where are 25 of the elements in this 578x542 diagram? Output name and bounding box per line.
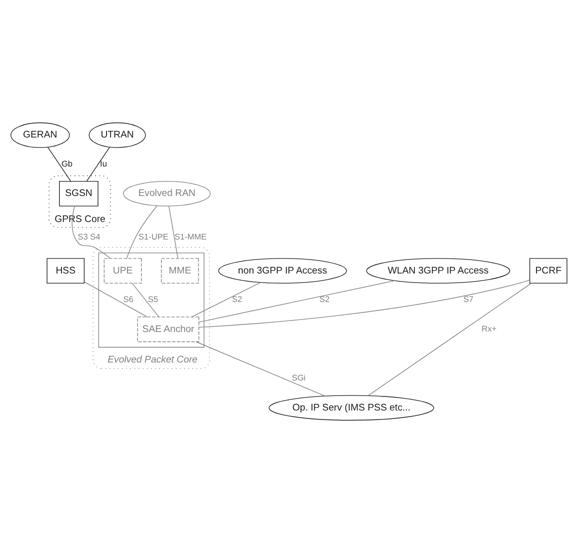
node-box: UPE bbox=[104, 258, 142, 284]
connector bbox=[198, 279, 530, 328]
connector bbox=[196, 340, 326, 396]
connector bbox=[168, 205, 178, 258]
node-box: SGSN bbox=[59, 180, 98, 206]
node-box: HSS bbox=[46, 258, 85, 284]
connector bbox=[132, 282, 160, 317]
connector bbox=[368, 282, 532, 396]
node-ellipse: GERAN bbox=[10, 122, 70, 148]
node-ellipse: WLAN 3GPP IP Access bbox=[366, 258, 510, 284]
connector bbox=[191, 282, 261, 317]
node-ellipse: non 3GPP IP Access bbox=[218, 258, 347, 284]
connector bbox=[72, 205, 111, 258]
node-ellipse: UTRAN bbox=[88, 122, 146, 148]
node-box: MME bbox=[161, 258, 199, 284]
connector bbox=[84, 281, 148, 317]
connector bbox=[198, 280, 396, 322]
connector bbox=[47, 146, 72, 181]
node-box: PCRF bbox=[529, 258, 568, 284]
connector bbox=[126, 205, 158, 258]
node-box: SAE Anchor bbox=[137, 316, 200, 342]
node-ellipse: Evolved RAN bbox=[123, 180, 211, 206]
node-ellipse: Op. IP Serv (IMS PSS etc... bbox=[268, 394, 434, 420]
connector bbox=[86, 146, 110, 181]
cluster bbox=[98, 252, 204, 348]
